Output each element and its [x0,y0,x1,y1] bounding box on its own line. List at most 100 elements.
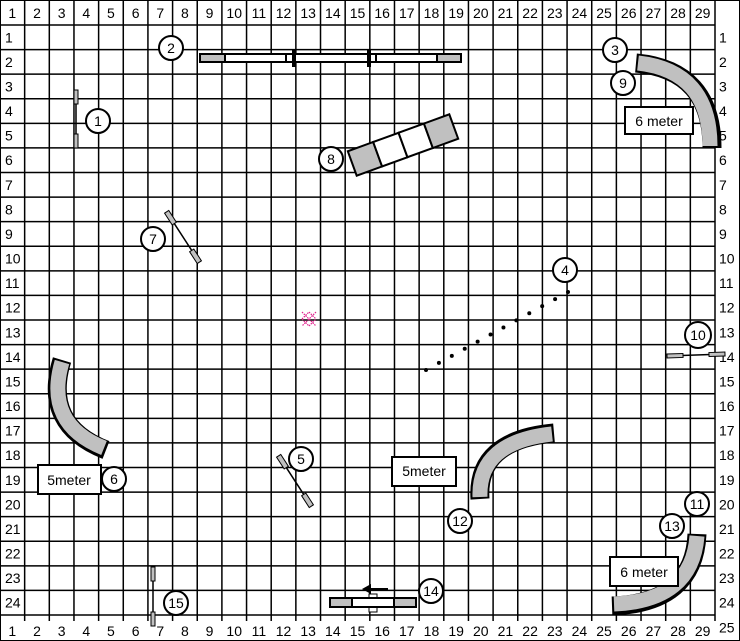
weave-pole [424,368,428,372]
row-label-left: 24 [5,595,21,611]
row-label-right: 15 [719,373,735,389]
tunnel-length-text: 5meter [47,472,91,488]
obstacle-number-7: 7 [140,226,166,252]
column-label-top: 3 [58,5,66,21]
row-label-right: 18 [719,447,735,463]
row-label-left: 9 [5,226,13,242]
column-label-bottom: 12 [276,623,292,639]
column-label-top: 28 [670,5,686,21]
row-label-right: 12 [719,300,735,316]
a-frame [346,113,460,177]
column-label-bottom: 4 [82,623,90,639]
row-label-left: 8 [5,201,13,217]
jump-5 [275,453,315,509]
tunnel-middle [470,423,556,500]
row-label-left: 10 [5,251,21,267]
svg-text:4: 4 [561,262,569,278]
column-label-top: 7 [156,5,164,21]
column-label-bottom: 17 [399,623,415,639]
column-label-bottom: 22 [522,623,538,639]
row-label-left: 13 [5,324,21,340]
obstacle-number-9: 9 [610,70,636,96]
column-label-top: 22 [522,5,538,21]
column-label-top: 14 [325,5,341,21]
svg-text:14: 14 [423,583,439,599]
row-label-right: 11 [719,275,734,291]
svg-text:10: 10 [690,327,706,343]
tunnel-length-text: 6 meter [635,113,683,129]
column-label-bottom: 2 [33,623,41,639]
obstacle-number-5: 5 [288,446,314,472]
weave-pole [553,297,558,302]
column-label-top: 12 [276,5,292,21]
column-label-top: 25 [596,5,612,21]
weave-pole [527,311,532,316]
svg-text:13: 13 [664,518,680,534]
row-label-right: 16 [719,398,735,414]
obstacle-number-10: 10 [684,321,712,349]
row-label-left: 1 [5,29,13,45]
tunnel-left [47,357,110,459]
weave-pole [501,325,506,330]
column-label-bottom: 16 [374,623,390,639]
weave-pole [436,360,441,365]
weave-pole [488,332,493,337]
row-label-right: 4 [719,103,727,119]
column-label-bottom: 28 [670,623,686,639]
row-label-right: 13 [719,324,735,340]
tunnel-length-text: 5meter [402,463,446,479]
column-label-bottom: 13 [300,623,316,639]
svg-text:5: 5 [297,451,305,467]
weave-pole [540,304,545,309]
column-label-bottom: 15 [350,623,366,639]
dogwalk [199,49,462,67]
jump-10 [666,351,726,359]
row-label-right: 25 [719,619,735,635]
row-label-right: 8 [719,201,727,217]
row-label-left: 18 [5,447,21,463]
obstacle-number-3: 3 [602,37,628,63]
svg-text:1: 1 [94,113,102,129]
weave-pole [462,346,467,351]
row-label-right: 17 [719,423,735,439]
column-label-top: 13 [300,5,316,21]
svg-text:3: 3 [611,42,619,58]
column-label-top: 20 [473,5,489,21]
column-label-top: 1 [8,5,16,21]
row-label-left: 17 [5,423,21,439]
obstacle-number-2: 2 [158,35,184,61]
column-label-top: 2 [33,5,41,21]
column-label-bottom: 24 [572,623,588,639]
column-label-bottom: 9 [206,623,214,639]
row-label-left: 11 [5,275,20,291]
weave-pole [449,353,454,358]
column-label-top: 10 [226,5,242,21]
column-label-top: 18 [424,5,440,21]
column-label-top: 29 [695,5,711,21]
row-label-right: 3 [719,78,727,94]
column-label-bottom: 3 [58,623,66,639]
obstacle-number-8: 8 [318,146,344,172]
column-label-bottom: 23 [547,623,563,639]
svg-text:12: 12 [452,513,468,529]
row-label-right: 9 [719,226,727,242]
weave-pole [566,290,570,294]
row-label-right: 24 [719,595,735,611]
column-label-top: 16 [374,5,390,21]
tunnel-label-left: 5meter [37,464,102,495]
column-label-top: 5 [107,5,115,21]
obstacle-number-13: 13 [659,513,685,539]
row-label-right: 22 [719,546,735,562]
column-label-bottom: 18 [424,623,440,639]
tunnel-length-text: 6 meter [620,564,668,580]
svg-text:2: 2 [167,40,175,56]
svg-text:15: 15 [168,595,184,611]
jump-7 [163,209,203,265]
column-label-bottom: 7 [156,623,164,639]
jump-15 [150,566,156,627]
column-label-bottom: 27 [646,623,662,639]
row-label-left: 3 [5,78,13,94]
svg-text:11: 11 [690,496,705,512]
row-label-left: 20 [5,496,21,512]
